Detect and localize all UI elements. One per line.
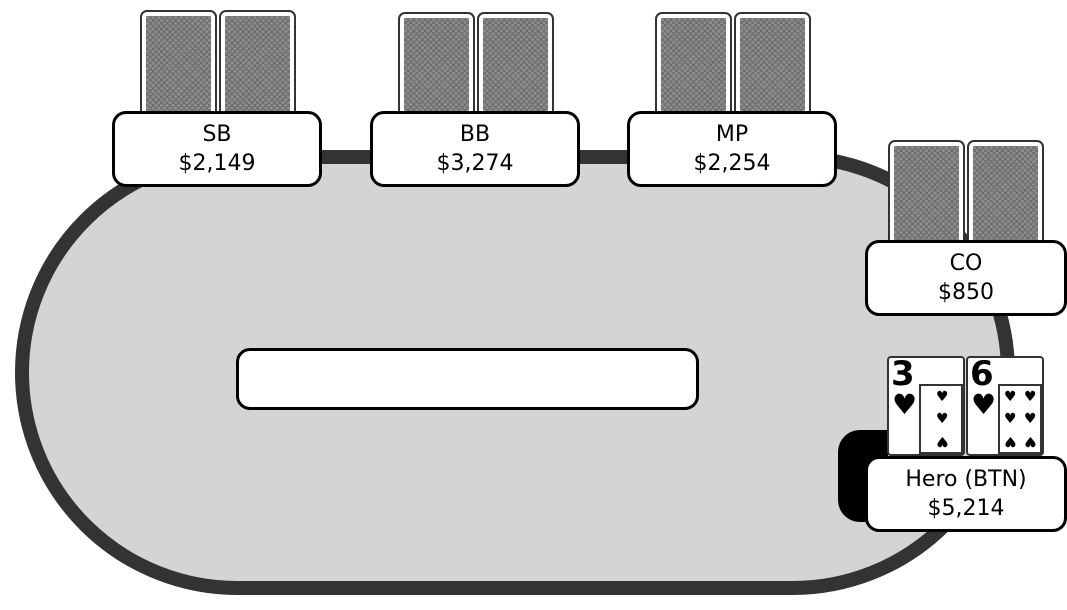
heart-pip-icon: ♥: [1004, 434, 1017, 448]
co-hole-card-2: [967, 140, 1044, 252]
seat-bb-name: BB: [460, 120, 490, 149]
heart-pip-icon: ♥: [936, 434, 949, 448]
hero-card-2: 6 ♥ ♥ ♥ ♥ ♥ ♥ ♥: [966, 356, 1044, 456]
heart-pip-icon: ♥: [936, 390, 949, 404]
seat-sb-stack: $2,149: [179, 149, 256, 178]
heart-pip-icon: ♥: [936, 412, 949, 426]
seat-co-stack: $850: [938, 278, 994, 307]
bb-hole-card-1: [398, 12, 475, 124]
hero-card-1-rank: 3: [891, 356, 915, 392]
seat-hero-stack: $5,214: [928, 494, 1005, 523]
seat-co-name: CO: [950, 249, 983, 278]
seat-mp-name: MP: [716, 120, 748, 149]
seat-mp-stack: $2,254: [694, 149, 771, 178]
heart-pip-icon: ♥: [1004, 390, 1017, 404]
heart-pip-icon: ♥: [1024, 434, 1037, 448]
heart-pip-icon: ♥: [1024, 412, 1037, 426]
seat-bb[interactable]: BB $3,274: [370, 111, 580, 187]
hero-card-2-pips: ♥ ♥ ♥ ♥ ♥ ♥: [998, 384, 1042, 454]
co-hole-card-1: [888, 140, 965, 252]
hero-card-2-rank: 6: [970, 356, 994, 392]
seat-hero-name: Hero (BTN): [905, 465, 1026, 494]
hero-card-1-pips: ♥ ♥ ♥: [919, 384, 963, 454]
sb-hole-card-1: [140, 10, 217, 122]
hero-card-1: 3 ♥ ♥ ♥ ♥: [887, 356, 965, 456]
seat-bb-stack: $3,274: [437, 149, 514, 178]
heart-suit-icon: ♥: [971, 391, 996, 419]
heart-suit-icon: ♥: [892, 391, 917, 419]
heart-pip-icon: ♥: [1024, 390, 1037, 404]
seat-co[interactable]: CO $850: [865, 240, 1067, 316]
sb-hole-card-2: [219, 10, 296, 122]
mp-hole-card-1: [655, 12, 732, 124]
bb-hole-card-2: [477, 12, 554, 124]
seat-sb-name: SB: [202, 120, 231, 149]
seat-mp[interactable]: MP $2,254: [627, 111, 837, 187]
heart-pip-icon: ♥: [1004, 412, 1017, 426]
seat-sb[interactable]: SB $2,149: [112, 111, 322, 187]
mp-hole-card-2: [734, 12, 811, 124]
seat-hero[interactable]: Hero (BTN) $5,214: [865, 456, 1067, 532]
community-board-area: [236, 348, 699, 410]
